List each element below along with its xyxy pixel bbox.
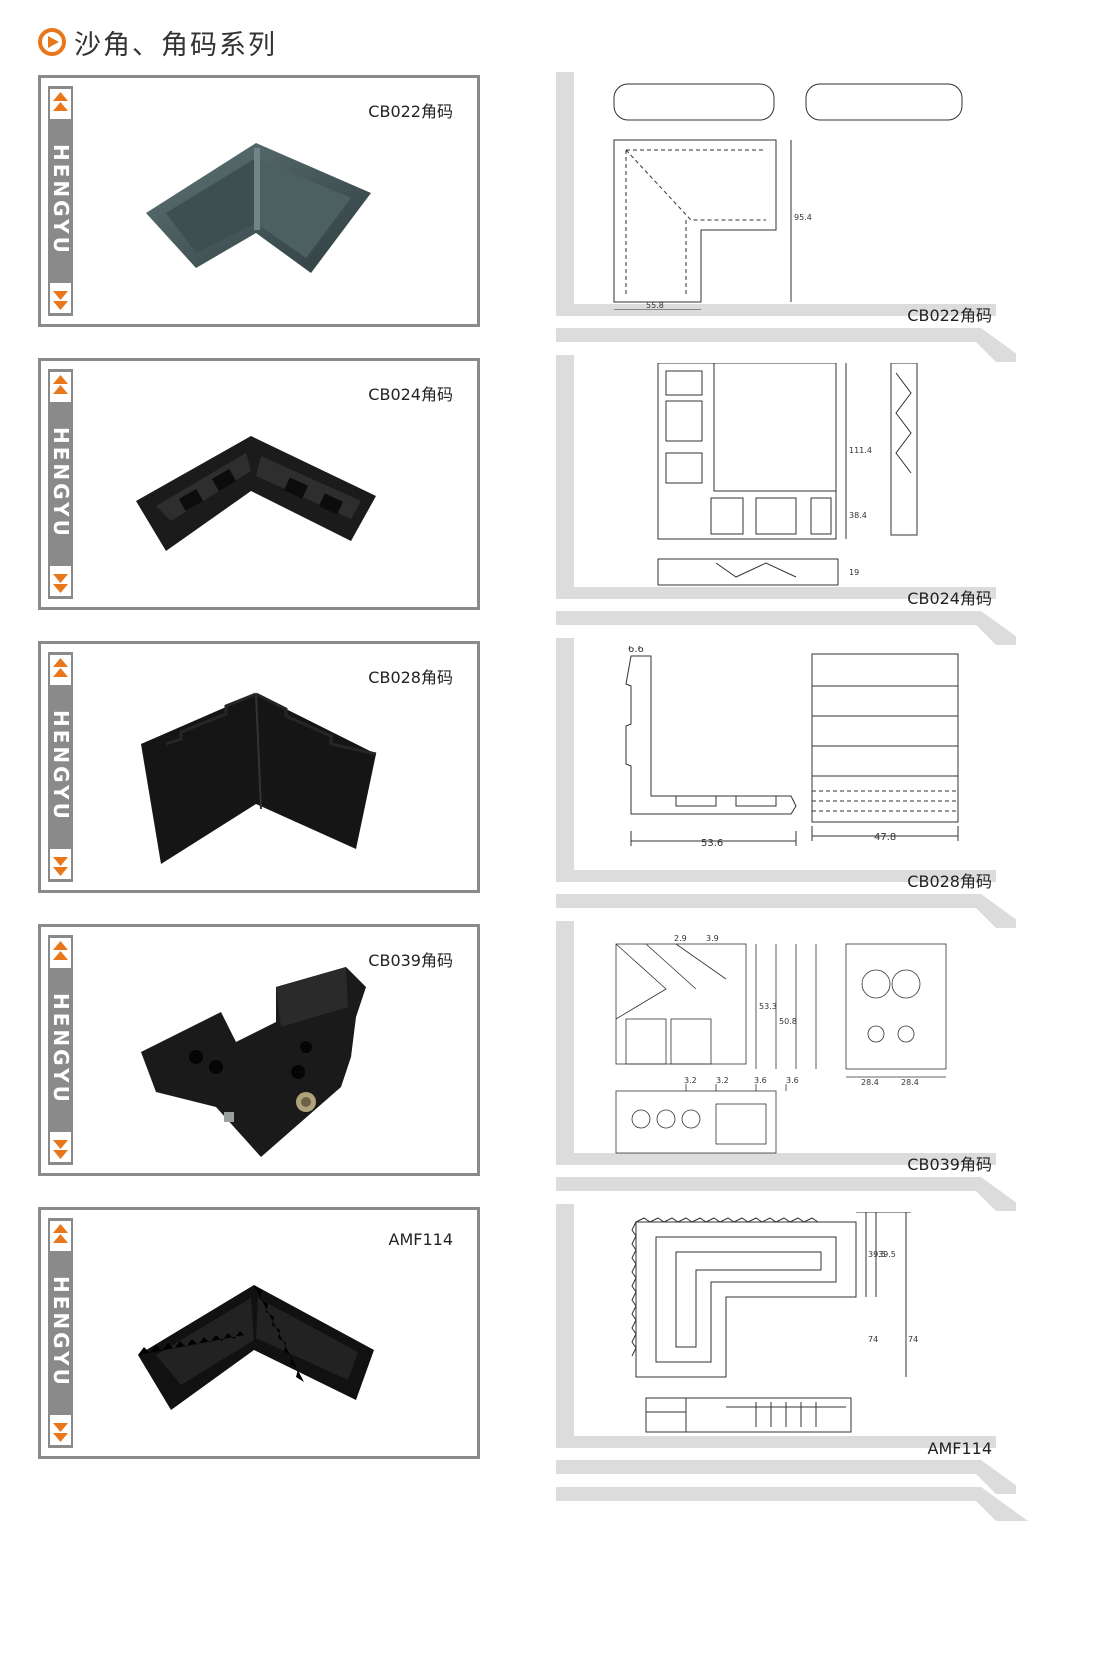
product-photo-cb039 [141,967,366,1157]
brand-strip: HENGYU [48,1218,73,1448]
arrow-up-icon [50,89,71,119]
product-photo-amf114 [138,1285,374,1410]
drawing-label: CB039角码 [907,1155,992,1174]
dim-label: 74 [868,1335,878,1344]
brand-text: HENGYU [49,427,73,539]
product-code: CB028角码 [368,668,453,687]
product-card-cb022: HENGYU CB022角码 [38,75,480,327]
dim-label: 39.5 [868,1250,886,1259]
brand-strip: HENGYU [48,369,73,599]
arrow-up-icon [50,938,71,968]
brand-text: HENGYU [49,144,73,256]
dim-label: 38.4 [849,511,867,520]
arrow-down-icon [50,1132,71,1162]
dim-label: 50.8 [779,1017,797,1026]
play-circle-icon [38,28,66,56]
product-code: CB022角码 [368,102,453,121]
product-card-cb024: HENGYU CB024角码 [38,358,480,610]
arrow-down-icon [50,849,71,879]
brand-strip: HENGYU [48,935,73,1165]
dim-label: 53.3 [759,1002,777,1011]
brand-strip: HENGYU [48,86,73,316]
dim-label: 3.2 [684,1076,697,1085]
dim-label: 111.4 [849,446,872,455]
page-title: 沙角、角码系列 [74,29,277,61]
product-code: CB024角码 [368,385,453,404]
product-code: AMF114 [388,1230,454,1249]
drawing-label: AMF114 [927,1439,993,1458]
arrow-down-icon [50,1415,71,1445]
dim-label: 28.4 [861,1078,879,1087]
product-card-cb039: HENGYU CB039角码 [38,924,480,1176]
drawing-label: CB028角码 [907,872,992,891]
brand-text: HENGYU [49,993,73,1105]
product-photo-cb028 [141,692,377,864]
technical-drawing-amf114: 39.5 39.5 74 74 AMF114 [556,1204,1016,1494]
technical-drawing-cb022: 55.8 95.4 CB022角码 [556,72,1016,362]
product-photo-cb022 [146,143,371,273]
arrow-down-icon [50,283,71,313]
product-card-amf114: HENGYU AMF114 [38,1207,480,1459]
drawing-label: CB022角码 [907,306,992,325]
arrow-up-icon [50,372,71,402]
trailing-divider [556,1487,1028,1547]
technical-drawing-cb039: 2.9 3.9 53.3 50.8 28.4 28.4 3.2 3.2 3.6 … [556,921,1016,1211]
dim-label: 3.6 [754,1076,767,1085]
dim-label: 3.9 [706,934,719,943]
section-header: 沙角、角码系列 [38,22,277,62]
product-code: CB039角码 [368,951,453,970]
dim-label: 47.8 [874,832,896,843]
brand-strip: HENGYU [48,652,73,882]
dim-label: 95.4 [794,213,812,222]
product-card-cb028: HENGYU CB028角码 [38,641,480,893]
dim-label: 28.4 [901,1078,919,1087]
dim-label: 6.6 [628,646,644,655]
dim-label: 19 [849,568,859,577]
dim-label: 2.9 [674,934,687,943]
dim-label: 39.5 [878,1250,896,1259]
product-photo-cb024 [136,436,376,551]
dim-label: 3.2 [716,1076,729,1085]
brand-text: HENGYU [49,710,73,822]
dim-label: 74 [908,1335,918,1344]
arrow-down-icon [50,566,71,596]
brand-text: HENGYU [49,1276,73,1388]
dim-label: 3.6 [786,1076,799,1085]
dim-label: 55.8 [646,301,664,310]
drawing-label: CB024角码 [907,589,992,608]
technical-drawing-cb028: 6.6 53.6 47.8 CB028角码 [556,638,1016,928]
dim-label: 53.6 [701,838,723,849]
arrow-up-icon [50,1221,71,1251]
technical-drawing-cb024: 111.4 38.4 19 CB024角码 [556,355,1016,645]
arrow-up-icon [50,655,71,685]
